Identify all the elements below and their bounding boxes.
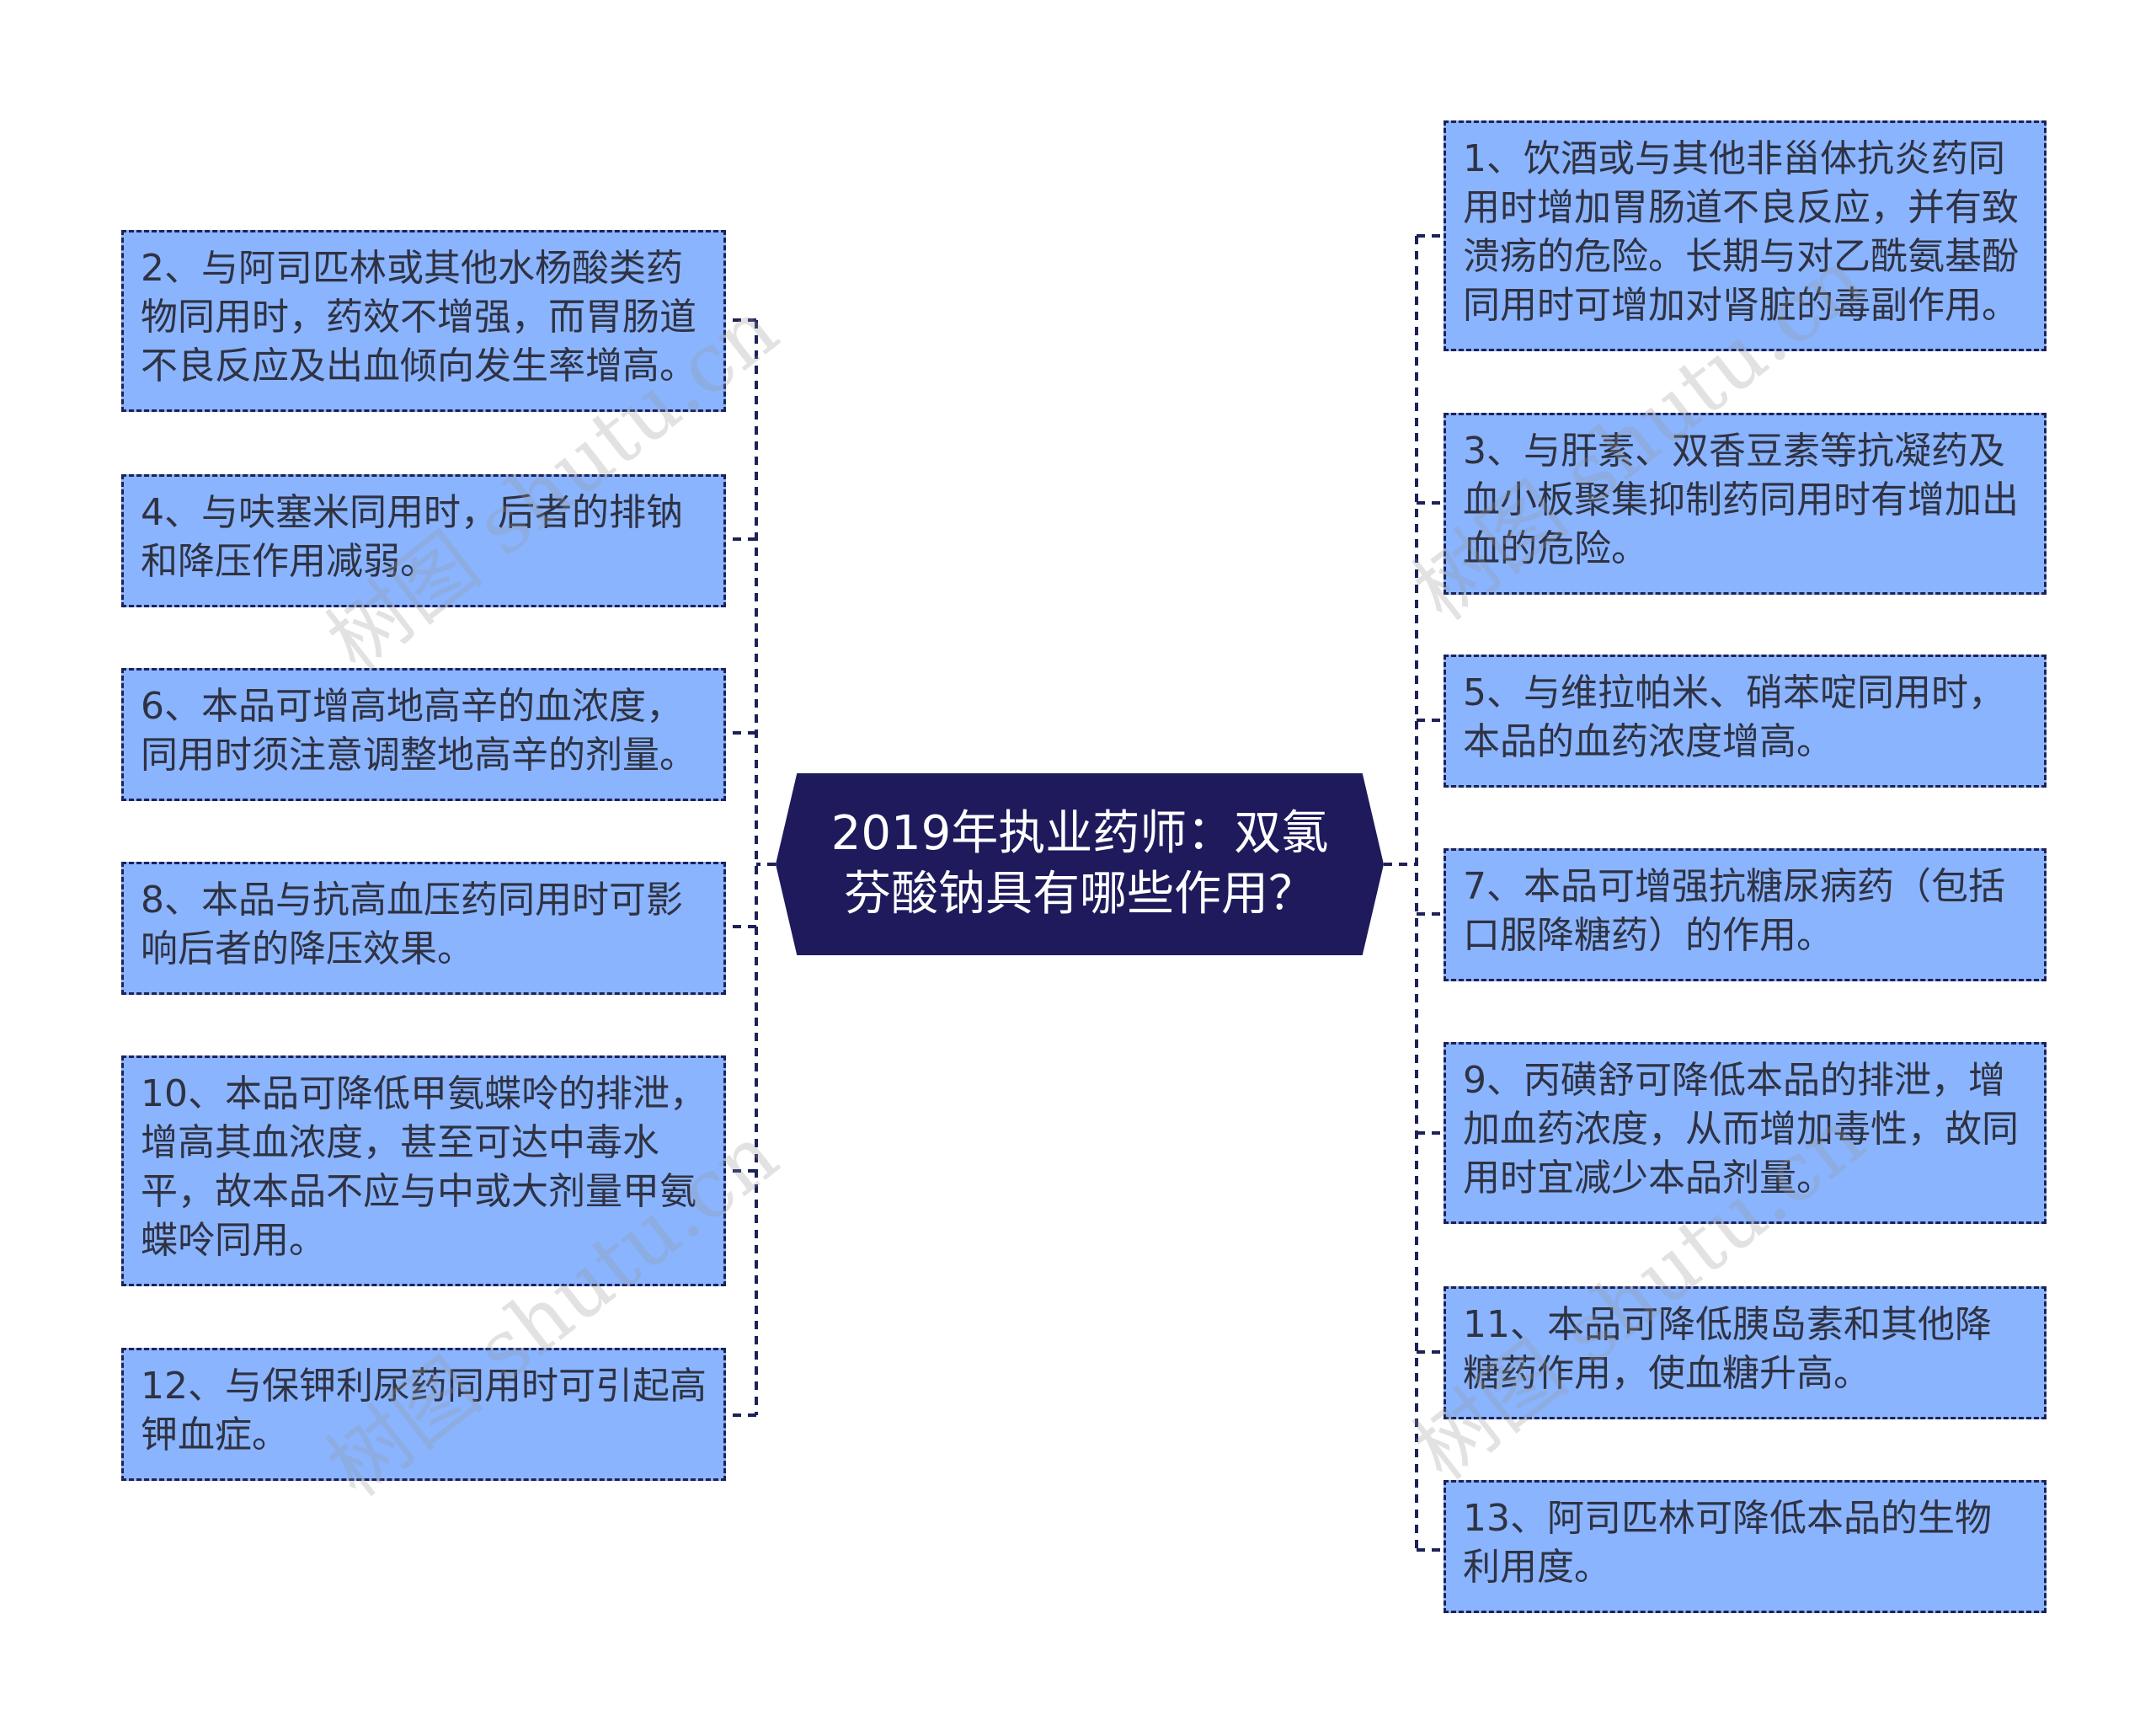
right-node[interactable]: 3、与肝素、双香豆素等抗凝药及血小板聚集抑制药同用时有增加出血的危险。: [1444, 413, 2047, 595]
node-text: 10、本品可降低甲氨蝶呤的排泄，增高其血浓度，甚至可达中毒水平，故本品不应与中或…: [141, 1072, 707, 1262]
central-topic-text: 2019年执业药师：双氯芬酸钠具有哪些作用？: [830, 806, 1329, 922]
node-text: 13、阿司匹林可降低本品的生物利用度。: [1463, 1497, 1992, 1589]
left-node[interactable]: 10、本品可降低甲氨蝶呤的排泄，增高其血浓度，甚至可达中毒水平，故本品不应与中或…: [121, 1055, 726, 1286]
node-text: 6、本品可增高地高辛的血浓度，同用时须注意调整地高辛的剂量。: [141, 685, 696, 777]
right-node[interactable]: 5、与维拉帕米、硝苯啶同用时，本品的血药浓度增高。: [1444, 655, 2047, 788]
node-text: 7、本品可增强抗糖尿病药（包括口服降糖药）的作用。: [1463, 865, 2005, 957]
right-node[interactable]: 11、本品可降低胰岛素和其他降糖药作用，使血糖升高。: [1444, 1286, 2047, 1419]
central-topic[interactable]: 2019年执业药师：双氯芬酸钠具有哪些作用？: [776, 773, 1384, 955]
node-text: 8、本品与抗高血压药同用时可影响后者的降压效果。: [141, 879, 683, 970]
right-node[interactable]: 1、饮酒或与其他非甾体抗炎药同用时增加胃肠道不良反应，并有致溃疡的危险。长期与对…: [1444, 120, 2047, 351]
node-text: 12、与保钾利尿药同用时可引起高钾血症。: [141, 1365, 707, 1456]
node-text: 1、饮酒或与其他非甾体抗炎药同用时增加胃肠道不良反应，并有致溃疡的危险。长期与对…: [1463, 137, 2019, 327]
right-node[interactable]: 7、本品可增强抗糖尿病药（包括口服降糖药）的作用。: [1444, 848, 2047, 981]
node-text: 9、丙磺舒可降低本品的排泄，增加血药浓度，从而增加毒性，故同用时宜减少本品剂量。: [1463, 1059, 2019, 1200]
node-text: 4、与呋塞米同用时，后者的排钠和降压作用减弱。: [141, 491, 683, 583]
node-text: 2、与阿司匹林或其他水杨酸类药物同用时，药效不增强，而胃肠道不良反应及出血倾向发…: [141, 247, 696, 387]
right-connector: [1384, 234, 1444, 1552]
left-node[interactable]: 2、与阿司匹林或其他水杨酸类药物同用时，药效不增强，而胃肠道不良反应及出血倾向发…: [121, 230, 726, 412]
left-node[interactable]: 6、本品可增高地高辛的血浓度，同用时须注意调整地高辛的剂量。: [121, 668, 726, 801]
right-node[interactable]: 13、阿司匹林可降低本品的生物利用度。: [1444, 1480, 2047, 1613]
node-text: 5、与维拉帕米、硝苯啶同用时，本品的血药浓度增高。: [1463, 671, 2005, 763]
node-text: 3、与肝素、双香豆素等抗凝药及血小板聚集抑制药同用时有增加出血的危险。: [1463, 430, 2019, 570]
left-node[interactable]: 8、本品与抗高血压药同用时可影响后者的降压效果。: [121, 862, 726, 995]
left-connector: [726, 318, 776, 1417]
left-node[interactable]: 12、与保钾利尿药同用时可引起高钾血症。: [121, 1348, 726, 1481]
right-node[interactable]: 9、丙磺舒可降低本品的排泄，增加血药浓度，从而增加毒性，故同用时宜减少本品剂量。: [1444, 1042, 2047, 1224]
left-node[interactable]: 4、与呋塞米同用时，后者的排钠和降压作用减弱。: [121, 474, 726, 607]
node-text: 11、本品可降低胰岛素和其他降糖药作用，使血糖升高。: [1463, 1303, 1992, 1395]
